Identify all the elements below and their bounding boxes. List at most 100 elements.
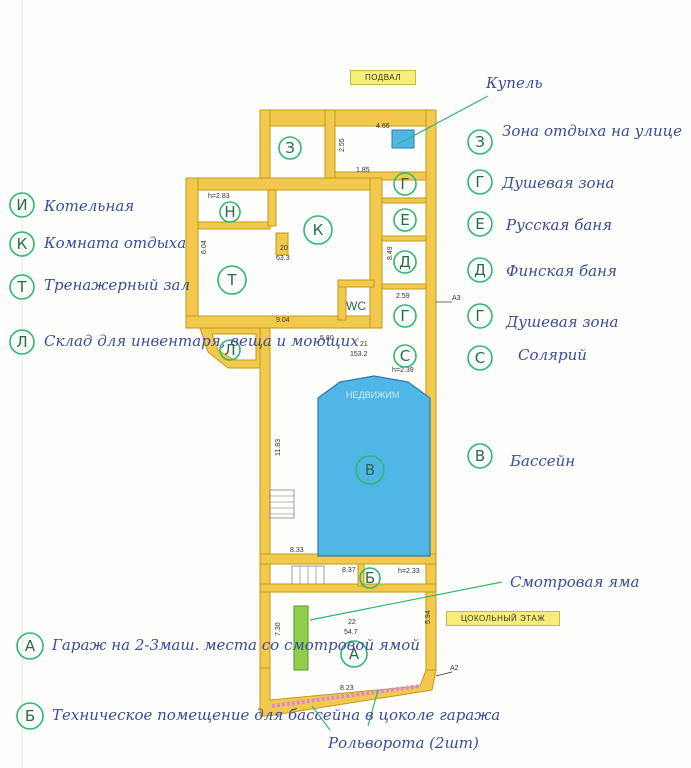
dim-20: 20 <box>280 245 288 252</box>
svg-text:Г: Г <box>400 175 409 193</box>
pit-label: Смотровая яма <box>510 573 640 591</box>
svg-text:Б: Б <box>365 569 375 587</box>
dim-283: h=2.83 <box>208 193 230 200</box>
svg-text:С: С <box>400 347 410 365</box>
svg-text:А: А <box>25 637 36 655</box>
dim-255: 2.55 <box>339 138 346 152</box>
wall-d-g <box>381 283 427 290</box>
room-tag-k: К <box>303 215 333 245</box>
doors-arrow-2 <box>311 705 331 731</box>
room-tag-e: Е <box>393 208 417 232</box>
svg-text:Финская баня: Финская баня <box>506 262 617 280</box>
dim-904: 9.04 <box>276 317 290 324</box>
legend-right-2: Е Русская баня <box>467 211 612 237</box>
room-tag-g1: Г <box>393 172 417 196</box>
svg-text:Г: Г <box>475 307 484 325</box>
legend-right-6: В Бассейн <box>467 443 575 470</box>
room-tag-t: Т <box>217 265 247 295</box>
svg-text:Душевая зона: Душевая зона <box>501 174 614 192</box>
dim-580: 5.80 <box>320 335 334 342</box>
wall-n-bottom <box>197 221 271 230</box>
wall-garage-bottom <box>259 667 437 717</box>
wall-upper-left <box>259 109 271 181</box>
wall-left-top <box>185 177 383 191</box>
legend-right-0: З Зона отдыха на улице <box>467 122 682 155</box>
wall-g-e <box>381 197 427 204</box>
svg-text:Комната отдыха: Комната отдыха <box>43 234 186 252</box>
watermark: НЕДВИЖИМ <box>346 390 399 400</box>
room-tag-l: Л <box>219 339 241 361</box>
svg-text:Душевая зона: Душевая зона <box>505 313 618 331</box>
svg-text:С: С <box>475 349 485 367</box>
legend-right-4: Г Душевая зона <box>467 303 618 331</box>
svg-text:Зона отдыха на улице: Зона отдыха на улице <box>502 122 682 140</box>
kupel-label: Купель <box>485 74 543 92</box>
legend-left-2: Т Тренажерный зал <box>9 274 190 300</box>
wall-k-notch <box>275 232 289 256</box>
ground-floor-label: ЦОКОЛЬНЫЙ ЭТАЖ <box>446 611 561 626</box>
dim-849: 8.49 <box>387 246 394 260</box>
pit-arrow <box>309 581 503 621</box>
wall-e-d <box>381 235 427 242</box>
svg-text:К: К <box>17 235 28 253</box>
svg-text:И: И <box>16 196 27 214</box>
svg-text:Н: Н <box>224 203 235 221</box>
dim-604: 6.04 <box>201 240 208 254</box>
wall-n-right <box>267 189 277 227</box>
swimming-pool <box>317 375 431 557</box>
svg-text:Бассейн: Бассейн <box>509 452 575 470</box>
svg-text:Г: Г <box>400 307 409 325</box>
top-wall <box>259 109 437 127</box>
svg-text:Е: Е <box>400 211 409 229</box>
doors-arrow-1 <box>367 689 379 727</box>
dim-259: 2.59 <box>396 293 410 300</box>
legend-bottom-0: А Гараж на 2-3маш. места со смотровой ям… <box>16 632 420 660</box>
svg-text:В: В <box>475 447 485 465</box>
dim-633: 63.3 <box>276 255 290 262</box>
wall-block-right <box>369 177 383 329</box>
svg-text:К: К <box>313 221 324 239</box>
svg-text:Е: Е <box>475 215 484 233</box>
svg-text:Русская баня: Русская баня <box>505 216 612 234</box>
svg-text:З: З <box>285 139 295 157</box>
svg-text:Склад для инвентаря, веща и мо: Склад для инвентаря, веща и моющих <box>44 332 359 350</box>
dim-837: 8.37 <box>342 567 356 574</box>
svg-text:Б: Б <box>25 707 35 725</box>
dim-833: 8.33 <box>290 547 304 554</box>
wall-b-bottom <box>259 583 437 593</box>
legend-left-3: Л Склад для инвентаря, веща и моющих <box>9 329 359 355</box>
inspection-pit <box>293 605 309 671</box>
basement-label: ПОДВАЛ <box>350 70 417 85</box>
room-tag-n: Н <box>219 201 241 223</box>
svg-text:Л: Л <box>16 333 27 351</box>
dim-233: h=2.33 <box>398 568 420 575</box>
dim-823: 8.23 <box>340 685 354 692</box>
dim-185: 1.85 <box>356 167 370 174</box>
storage-room <box>211 333 257 361</box>
dim-1183: 11.83 <box>275 439 282 456</box>
legend-left-0: И Котельная <box>9 192 134 218</box>
room-tag-s: С <box>393 344 417 368</box>
a3-label: А3 <box>452 295 461 302</box>
dim-730: 7.30 <box>275 622 282 636</box>
svg-text:Тренажерный зал: Тренажерный зал <box>44 276 190 294</box>
wall-upper-mid <box>324 109 336 181</box>
wall-wc-top <box>337 279 375 288</box>
legend-right-5: С Солярий <box>467 345 587 371</box>
legend-right-3: Д Финская баня <box>467 257 617 283</box>
room-tag-v: В <box>355 455 385 485</box>
room-tag-d: Д <box>393 250 417 274</box>
dim-1532: 153.2 <box>350 351 368 358</box>
svg-text:Гараж на 2-3маш. места со смот: Гараж на 2-3маш. места со смотровой ямой <box>51 636 420 654</box>
room-tag-a: А <box>340 640 368 668</box>
kupel-arrow <box>397 95 489 145</box>
svg-text:Г: Г <box>475 173 484 191</box>
svg-text:Техническое помещение для басс: Техническое помещение для бассейна в цок… <box>52 706 500 724</box>
a2-leader <box>435 671 453 677</box>
svg-text:Д: Д <box>474 261 486 279</box>
wall-left-outer <box>185 177 199 329</box>
room-tag-z: З <box>278 136 302 160</box>
svg-text:Т: Т <box>226 271 237 289</box>
